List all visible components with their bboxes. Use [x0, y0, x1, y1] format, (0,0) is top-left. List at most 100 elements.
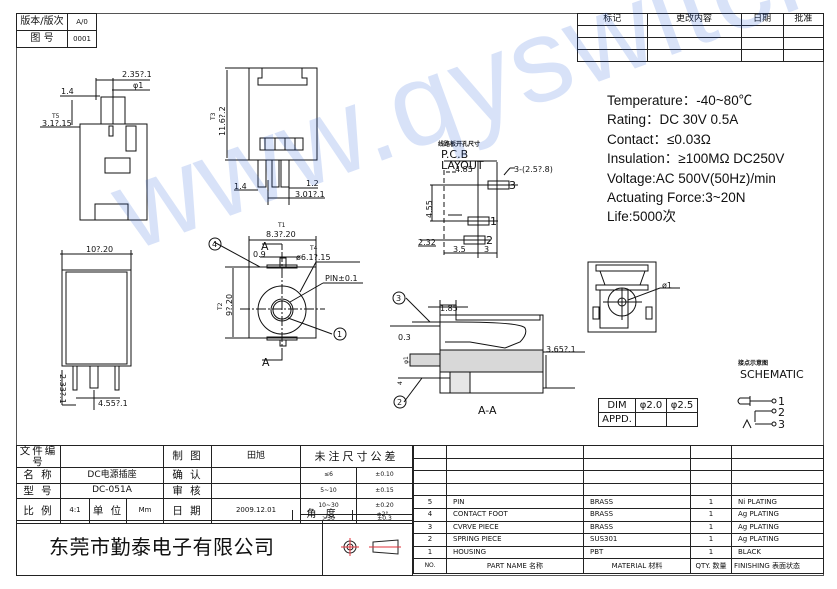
spec-contact: Contact：≤0.03Ω — [607, 131, 711, 147]
bom-material: SUS301 — [583, 533, 691, 547]
scale-value: 4:1 — [60, 498, 90, 524]
pcb-dim-vert: 4.55 — [425, 200, 434, 218]
top-t5-label: T5 — [51, 113, 60, 120]
bom-cell — [583, 457, 691, 472]
rev-cell — [782, 49, 825, 62]
top-dim-1: 2.35?.1 — [122, 70, 152, 79]
bom-material: BRASS — [583, 520, 691, 535]
section-dim-1: 1.85 — [440, 304, 458, 313]
front-pin-len: 2.33?.1 — [58, 374, 67, 404]
spec-life: Life:5000次 — [607, 209, 677, 225]
face-gap: 0.9 — [253, 250, 266, 259]
section-dim-3: 3.65?.1 — [546, 345, 576, 354]
drawn-label: 制 图 — [163, 445, 212, 468]
face-view — [209, 236, 363, 360]
schematic-pin-2: 2 — [778, 406, 785, 419]
dim-col-1: φ2.0 — [635, 398, 667, 413]
face-t2-value: 9?.20 — [225, 294, 234, 316]
section-dim-2: 0.3 — [398, 333, 411, 342]
side-dim-3: 3.01?.1 — [295, 190, 325, 199]
bom-finishing: Ag PLATING — [731, 533, 824, 547]
bom-row: 5 PIN BRASS 1 Ni PLATING — [413, 495, 824, 509]
bom-table: 5 PIN BRASS 1 Ni PLATING 4 CONTACT FOOT … — [413, 445, 824, 575]
face-t1-value: 8.3?.20 — [266, 230, 296, 239]
appd-label: APPD. — [598, 412, 636, 427]
review-value — [211, 482, 301, 499]
bom-row: 1 HOUSING PBT 1 BLACK — [413, 545, 824, 560]
pcb-dim-a: 3.5 — [453, 245, 466, 254]
spec-temperature: Temperature：-40~80℃ — [607, 93, 753, 108]
model-value: DC-051A — [60, 482, 164, 499]
appd-cell-2 — [666, 412, 698, 427]
bom-cell — [690, 445, 732, 459]
title-block: 文件编号 制 图 田旭 未注尺寸公差 名 称 DC电源插座 确 认 ≤6 ±0.… — [16, 445, 413, 524]
pcb-pin-1: 1 — [490, 215, 497, 228]
tol-range-1: ≤6 — [300, 467, 357, 484]
bom-qty: 1 — [690, 520, 732, 535]
bom-part: SPRING PIECE — [446, 533, 584, 547]
confirm-label: 确 认 — [163, 467, 212, 484]
bom-cell — [731, 445, 824, 459]
bom-row: 4 CONTACT FOOT BRASS 1 Ag PLATING — [413, 507, 824, 522]
bom-cell — [583, 482, 691, 497]
bom-empty-row — [413, 457, 824, 472]
bom-header-no: NO. — [413, 558, 447, 575]
top-view — [40, 78, 150, 220]
tol-range-2: 5~10 — [300, 482, 357, 499]
top-dim-2: φ1 — [133, 81, 143, 90]
drawn-value: 田旭 — [211, 445, 301, 468]
technical-drawings: 2.35?.1 φ1 1.4 T5 3.1?.15 T3 11.6?.2 1.4… — [0, 0, 804, 431]
pcb-layout — [418, 161, 518, 258]
front-width: 10?.20 — [86, 245, 113, 254]
schematic-cn-title: 接点示意图 — [737, 359, 768, 367]
bom-header-finishing: FINISHING 表面状态 — [731, 558, 824, 575]
bom-cell — [731, 470, 824, 484]
pcb-pin-3: 3 — [509, 179, 516, 192]
bom-cell — [731, 482, 824, 497]
bom-cell — [446, 470, 584, 484]
face-t1-label: T1 — [277, 222, 286, 229]
side-view — [225, 68, 325, 205]
angle-value: ±2° — [352, 510, 413, 521]
bom-header-part: PART NAME 名称 — [446, 558, 584, 575]
bom-cell — [446, 445, 584, 459]
face-pin-tol: PIN±0.1 — [325, 274, 358, 283]
pcb-cn-title: 线路板开孔尺寸 — [438, 140, 480, 148]
section-title: A-A — [478, 404, 497, 417]
version-table: 版本/版次 A/0 图 号 0001 — [16, 13, 97, 48]
bom-part: CONTACT FOOT — [446, 507, 584, 522]
date-label: 日 期 — [163, 498, 212, 524]
face-t4-label: T4 — [309, 245, 318, 252]
bom-no: 4 — [413, 507, 447, 522]
pcb-dim-b: 3 — [484, 245, 489, 254]
projection-symbol-icon — [323, 521, 413, 577]
specifications: Temperature：-40~80℃ Rating：DC 30V 0.5A C… — [607, 91, 784, 227]
dim-table: DIM φ2.0 φ2.5 APPD. — [598, 398, 698, 427]
section-dim-5: 4 — [397, 381, 404, 385]
bom-material: PBT — [583, 545, 691, 560]
face-section-bottom: A — [262, 356, 270, 369]
bom-empty-row — [413, 470, 824, 484]
file-no-label: 文件编号 — [16, 445, 61, 468]
drawing-frame — [16, 13, 824, 576]
bom-empty-row — [413, 445, 824, 459]
schematic-pin-1: 1 — [778, 395, 785, 408]
spec-voltage: Voltage:AC 500V(50Hz)/min — [607, 170, 776, 186]
bom-material: BRASS — [583, 507, 691, 522]
dim-label: DIM — [598, 398, 636, 413]
bom-cell — [413, 457, 447, 472]
pcb-dim-hole: 3-(2.5?.8) — [514, 165, 553, 174]
bom-no: 3 — [413, 520, 447, 535]
rev-row — [577, 49, 825, 62]
face-section-top: A — [261, 240, 269, 253]
section-view — [390, 292, 585, 408]
bom-no: 5 — [413, 495, 447, 509]
bom-no: 1 — [413, 545, 447, 560]
callout-2: 2 — [397, 398, 402, 407]
callout-3: 3 — [396, 294, 401, 303]
angle-label: 角 度 — [292, 510, 353, 521]
bom-qty: 1 — [690, 507, 732, 522]
bom-cell — [413, 470, 447, 484]
bom-part: CVRVE PIECE — [446, 520, 584, 535]
confirm-value — [211, 467, 301, 484]
